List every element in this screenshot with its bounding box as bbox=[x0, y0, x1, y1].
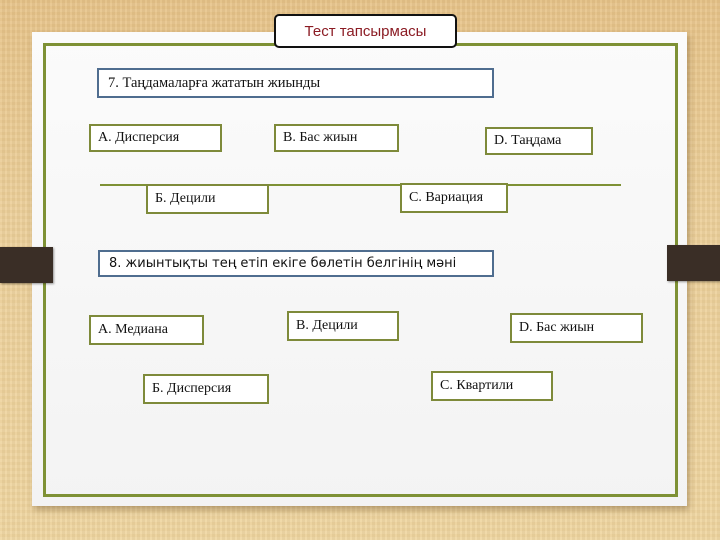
option-label: А. Дисперсия bbox=[98, 130, 180, 145]
q7-option-c[interactable]: С. Вариация bbox=[400, 183, 508, 213]
q7-option-b[interactable]: Б. Децили bbox=[146, 184, 269, 214]
option-label: С. Вариация bbox=[409, 190, 484, 205]
option-label: С. Квартили bbox=[440, 378, 514, 393]
q7-option-d[interactable]: D. Таңдама bbox=[485, 127, 593, 155]
option-label: В. Бас жиын bbox=[283, 130, 358, 145]
option-label: D. Бас жиын bbox=[519, 320, 595, 335]
left-tab-decoration bbox=[0, 247, 53, 283]
option-label: А. Медиана bbox=[98, 322, 168, 337]
question-8-text: 8. жиынтықты тең етіп екіге бөлетін белг… bbox=[109, 256, 457, 271]
q8-option-b[interactable]: Б. Дисперсия bbox=[143, 374, 269, 404]
q8-option-c[interactable]: С. Квартили bbox=[431, 371, 553, 401]
question-8: 8. жиынтықты тең етіп екіге бөлетін белг… bbox=[98, 250, 494, 277]
slide-title-text: Тест тапсырмасы bbox=[304, 22, 427, 40]
q8-option-a[interactable]: А. Медиана bbox=[89, 315, 204, 345]
option-label: D. Таңдама bbox=[494, 133, 562, 148]
right-tab-decoration bbox=[667, 245, 720, 281]
question-7-text: 7. Таңдамаларға жататын жиынды bbox=[108, 74, 321, 91]
option-label: Б. Децили bbox=[155, 191, 216, 206]
q8-option-v[interactable]: В. Децили bbox=[287, 311, 399, 341]
q7-option-a[interactable]: А. Дисперсия bbox=[89, 124, 222, 152]
divider-line bbox=[100, 184, 621, 186]
q8-option-d[interactable]: D. Бас жиын bbox=[510, 313, 643, 343]
question-7: 7. Таңдамаларға жататын жиынды bbox=[97, 68, 494, 98]
slide-title: Тест тапсырмасы bbox=[274, 14, 457, 48]
q7-option-v[interactable]: В. Бас жиын bbox=[274, 124, 399, 152]
option-label: В. Децили bbox=[296, 318, 358, 333]
option-label: Б. Дисперсия bbox=[152, 381, 232, 396]
